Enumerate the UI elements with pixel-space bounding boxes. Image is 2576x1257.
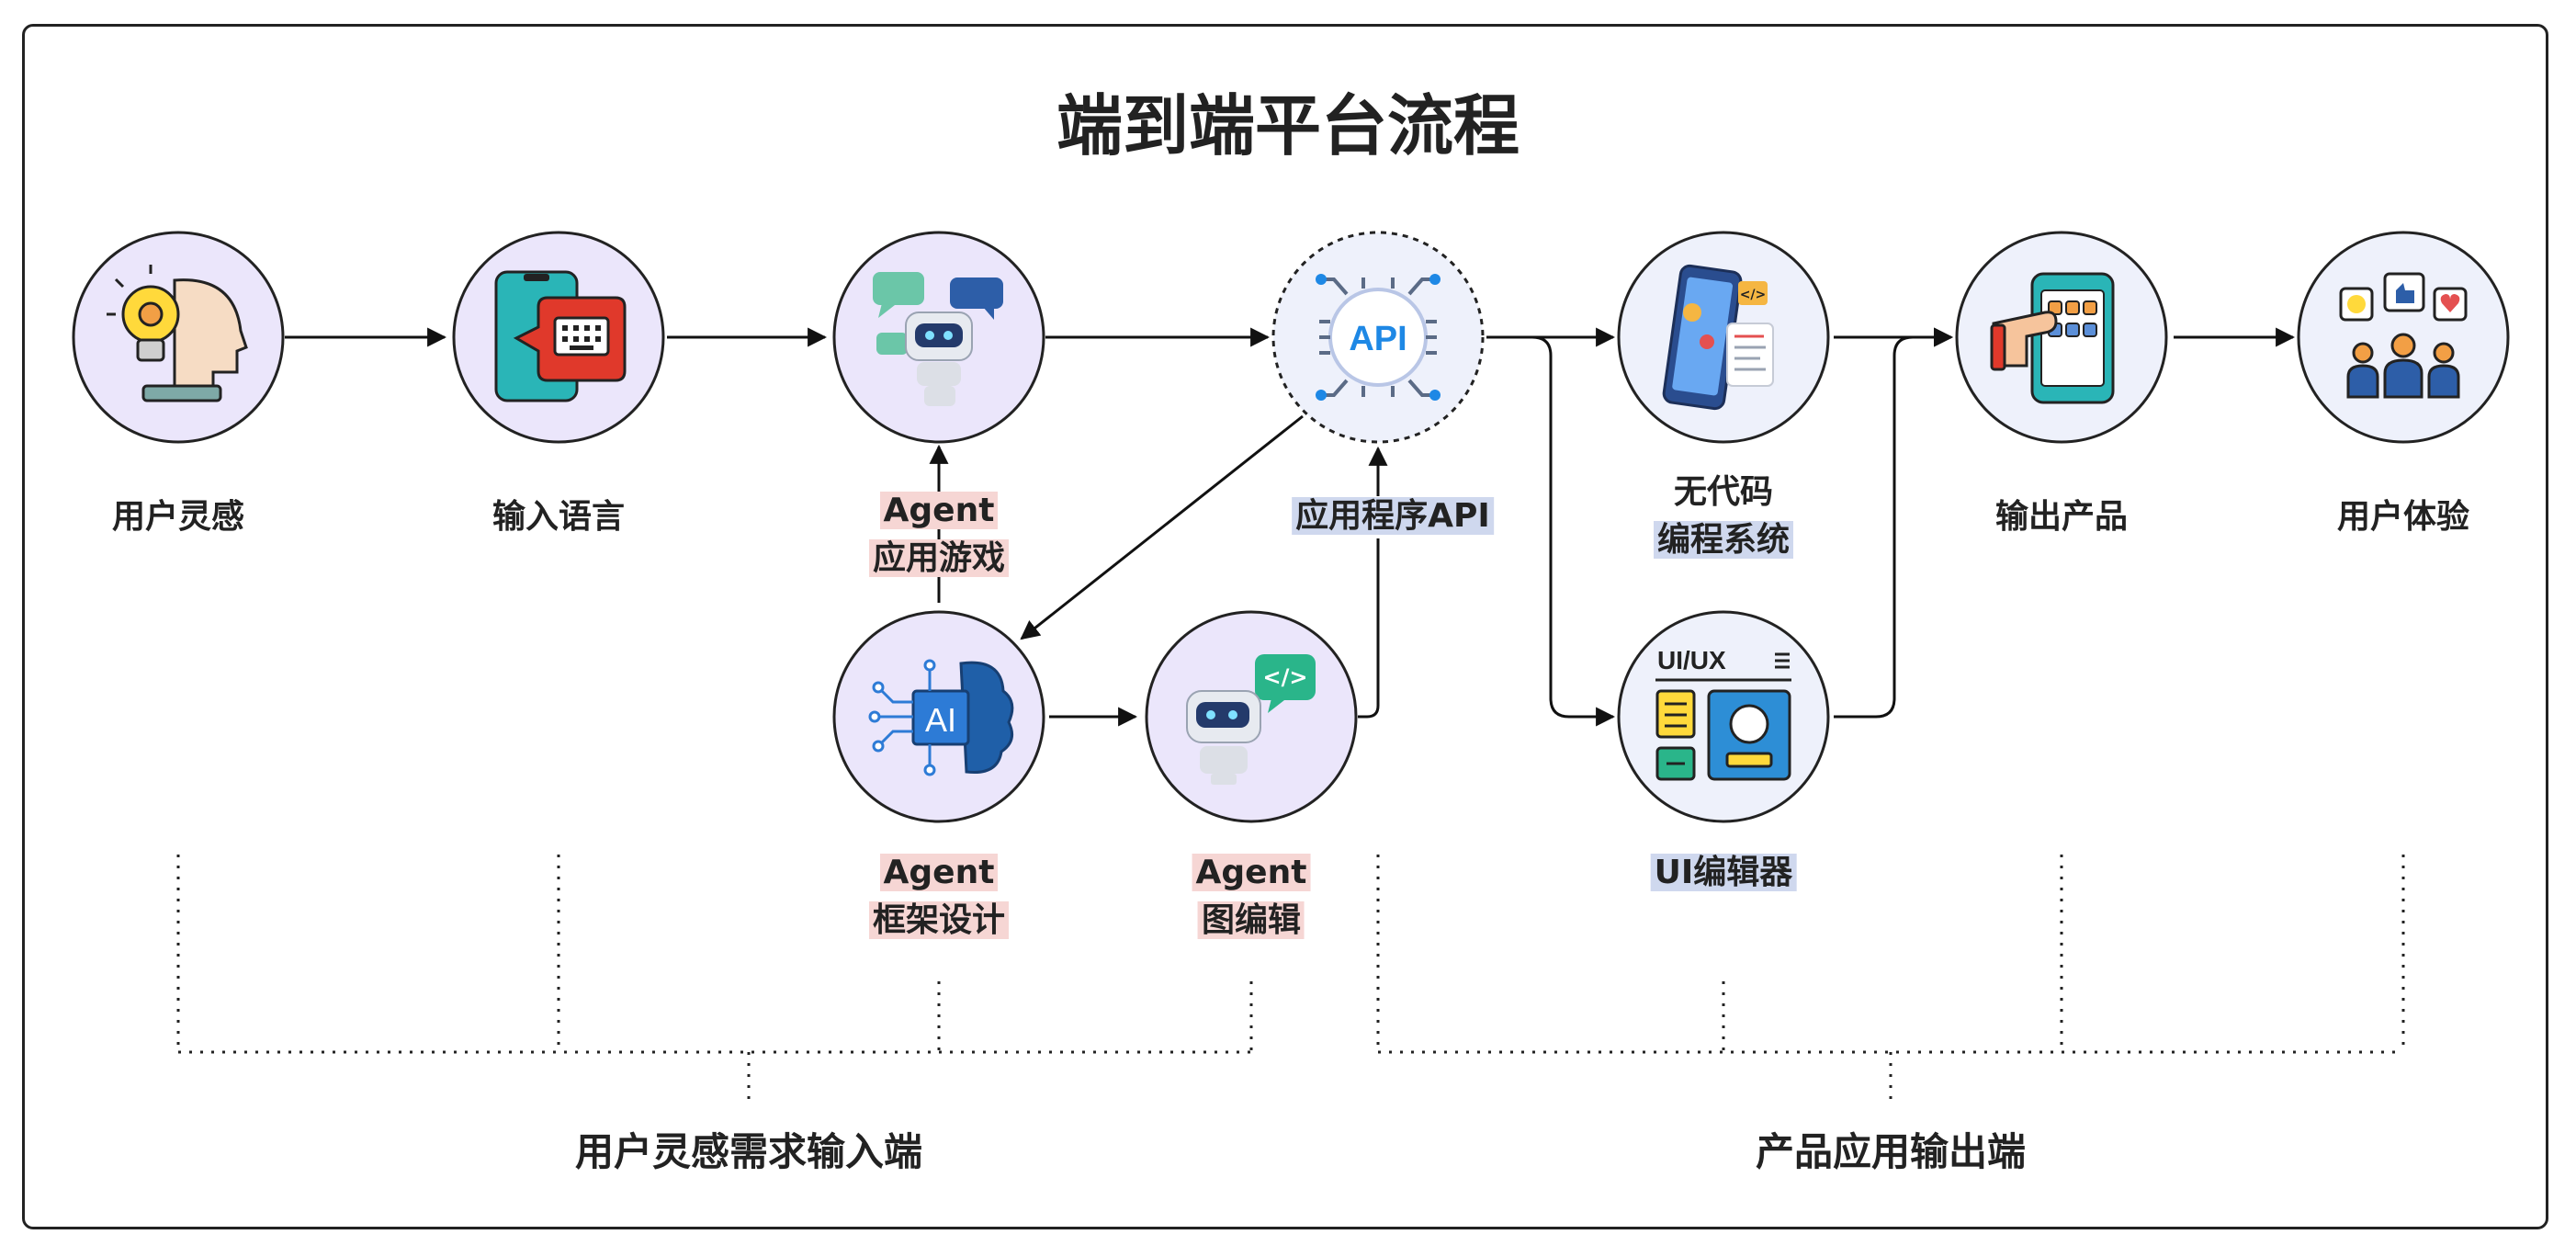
api-chip-icon: API: [1316, 274, 1441, 401]
robot-code-icon: </>: [1186, 654, 1316, 785]
group-label-input-side: 用户灵感需求输入端: [574, 1129, 923, 1174]
api-icon-text: API: [1349, 320, 1407, 358]
label-nocode: 无代码 编程系统: [1653, 469, 1794, 564]
label-agent-game: Agent 应用游戏: [868, 487, 1010, 583]
lightbulb-head-icon: [107, 265, 248, 402]
label-api: 应用程序API: [1292, 493, 1494, 540]
arrow-ui-editor-to-output: [1834, 327, 1954, 719]
ai-icon-text: AI: [925, 701, 956, 739]
chatbot-icon: [873, 272, 1003, 406]
diagram-frame: [22, 24, 2548, 1229]
ai-brain-icon: AI: [868, 659, 1014, 776]
ui-ux-icon-text: UI/UX: [1657, 646, 1726, 674]
node-user-experience: [2297, 231, 2510, 444]
arrow-api-to-ui-editor: [1486, 335, 1616, 727]
group-label-output-side: 产品应用输出端: [1755, 1129, 2027, 1174]
label-output-product: 输出产品: [1994, 498, 2129, 536]
node-ui-editor: UI/UX: [1617, 610, 1830, 823]
label-agent-graph: Agent 图编辑: [1192, 849, 1311, 945]
ui-ux-icon: UI/UX: [1655, 646, 1791, 781]
node-input-language: [452, 231, 665, 444]
svg-text:</>: </>: [1263, 664, 1308, 690]
label-input-language: 输入语言: [491, 498, 626, 536]
node-inspiration: [72, 231, 285, 444]
node-output-product: [1955, 231, 2168, 444]
label-agent-framework: Agent 框架设计: [868, 849, 1010, 945]
touchscreen-icon: [1990, 272, 2115, 404]
label-ui-editor: UI编辑器: [1650, 849, 1797, 897]
label-user-experience: 用户体验: [2336, 498, 2470, 536]
arrow-api-to-framework: [1020, 414, 1304, 640]
phone-keyboard-icon: [494, 270, 627, 402]
arrow-graph-to-api: [1358, 538, 1380, 719]
node-api: API: [1271, 231, 1485, 444]
node-agent-framework: AI: [832, 610, 1045, 823]
node-nocode: </>: [1617, 231, 1830, 444]
svg-text:</>: </>: [1740, 288, 1767, 302]
mobile-code-icon: </>: [1662, 264, 1774, 411]
node-agent-game: [832, 231, 1045, 444]
label-inspiration: 用户灵感: [111, 498, 245, 536]
node-agent-graph: </>: [1145, 610, 1358, 823]
user-feedback-icon: [2339, 272, 2468, 399]
diagram-title: 端到端平台流程: [1056, 87, 1520, 164]
